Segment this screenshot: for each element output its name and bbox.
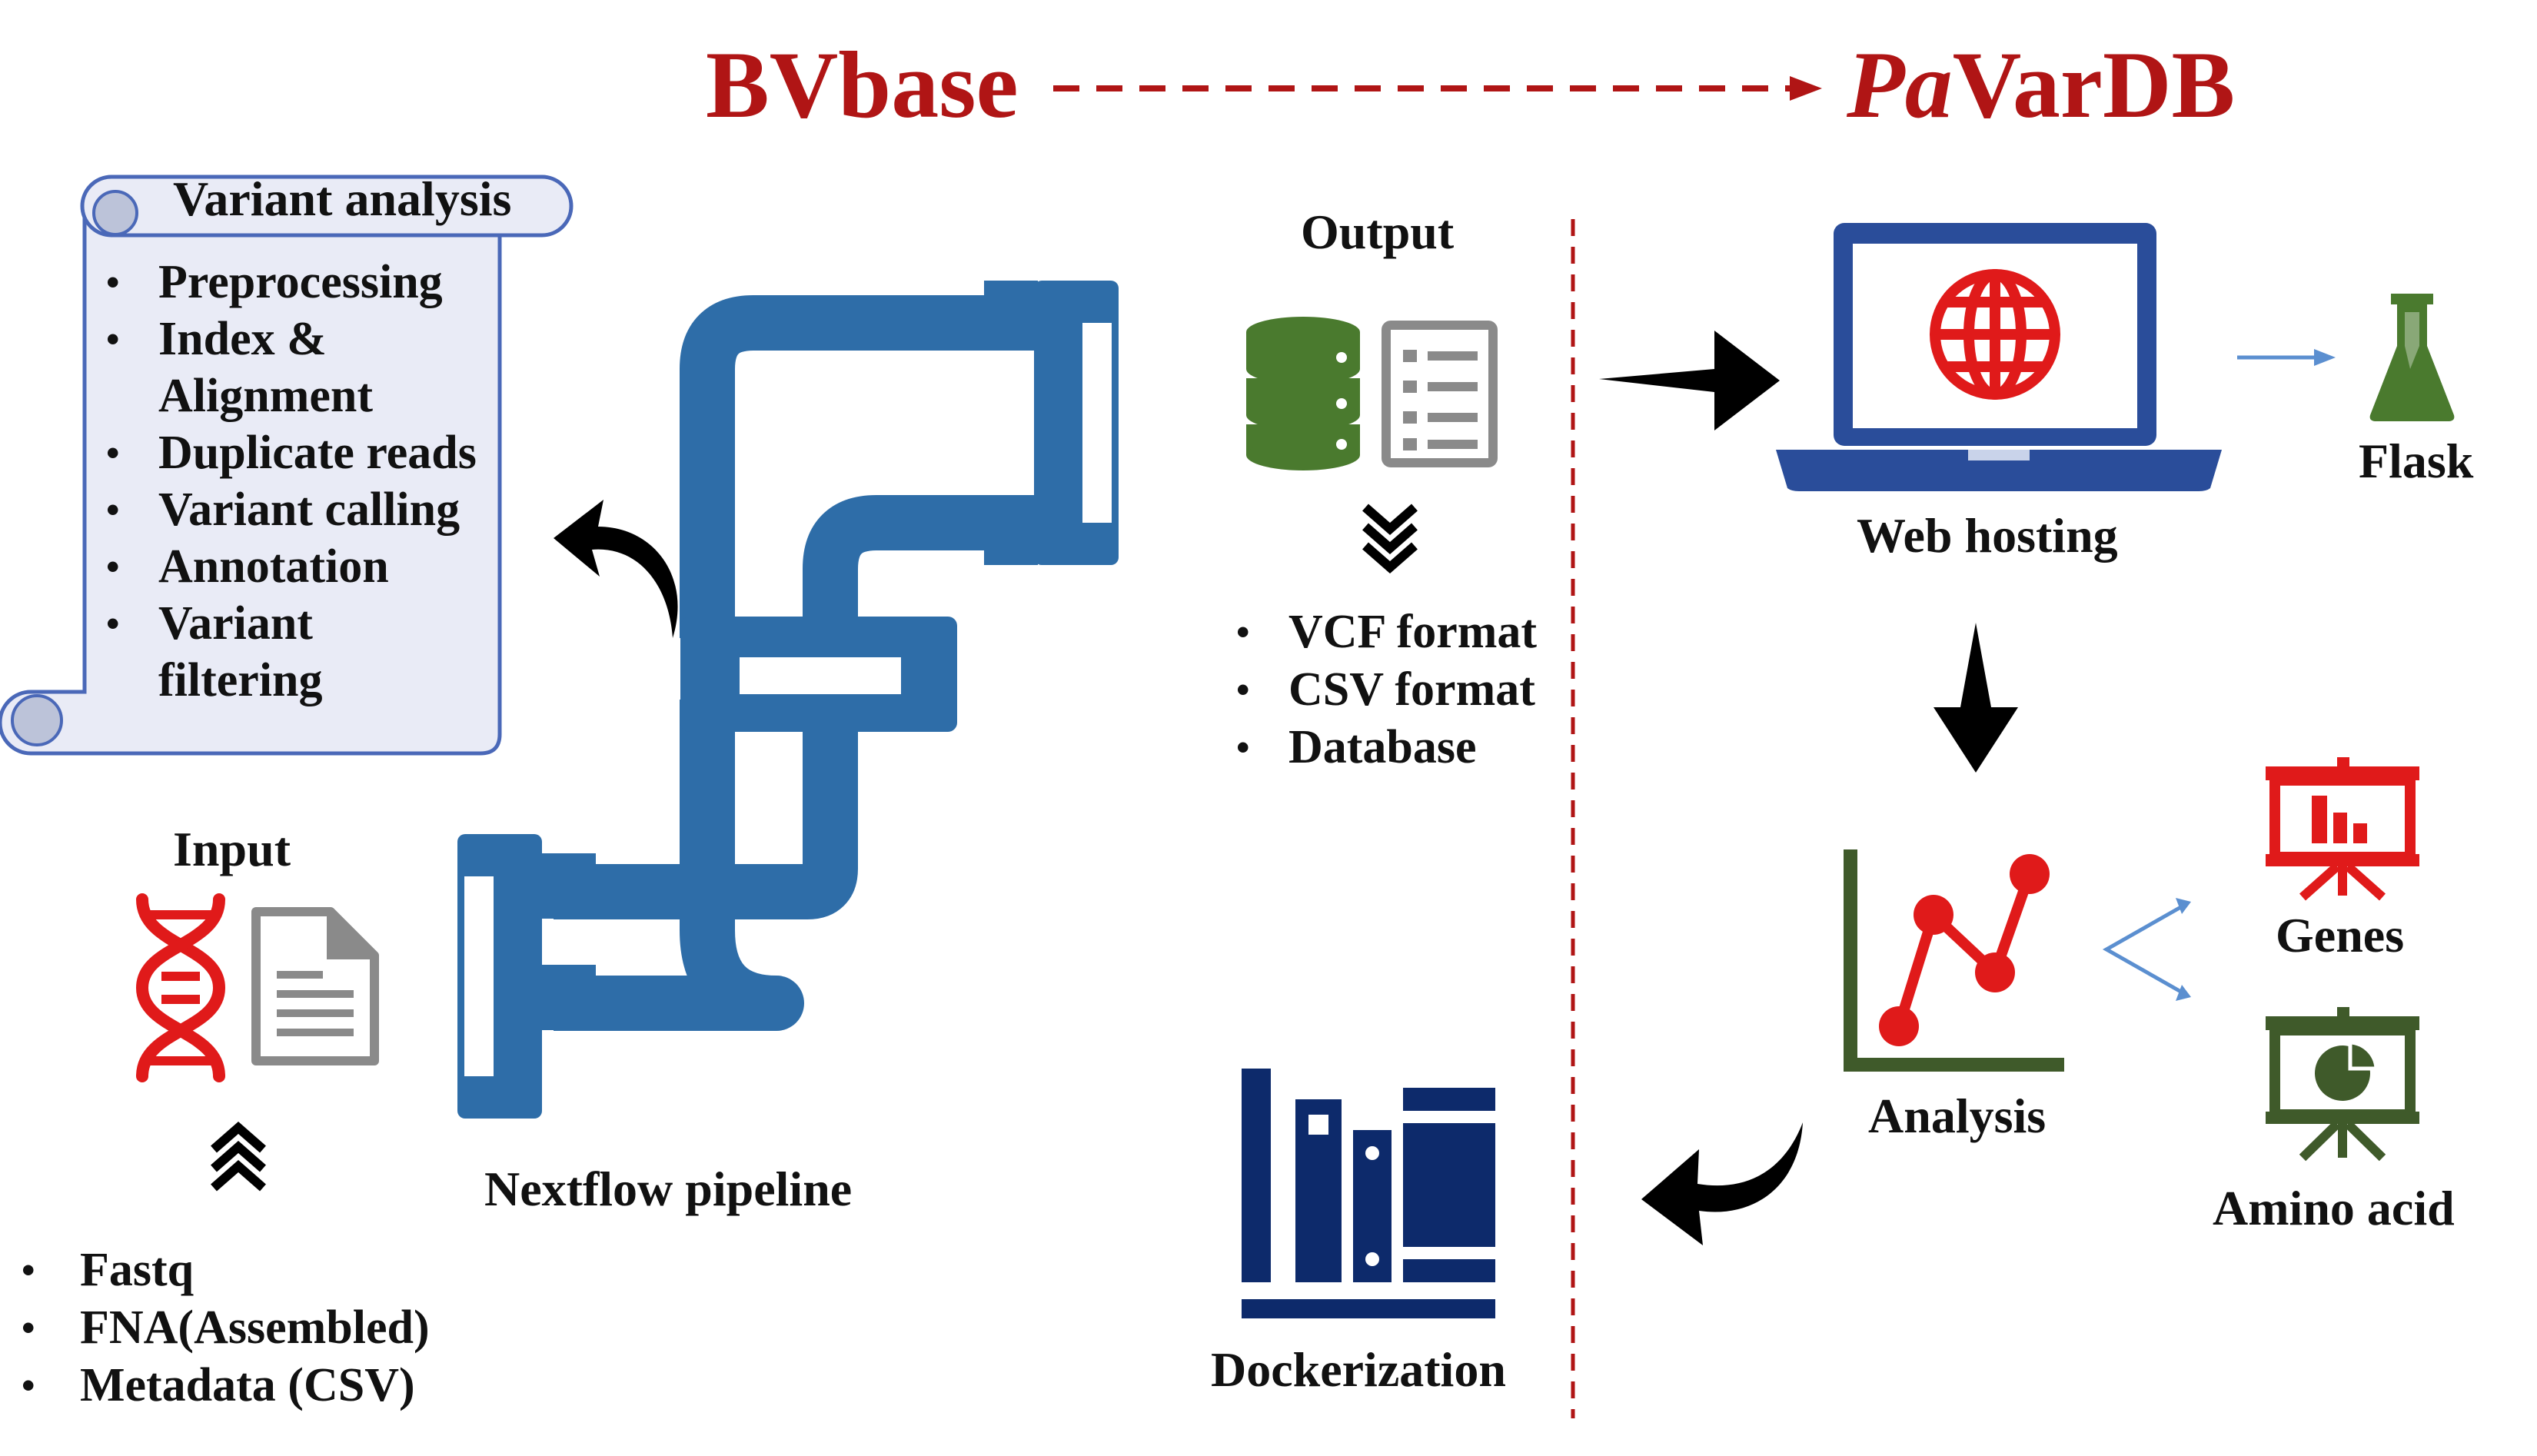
document-icon bbox=[251, 907, 379, 1065]
flask-label: Flask bbox=[2359, 434, 2474, 488]
divider-line bbox=[1571, 219, 1575, 1418]
list-item: VCF format bbox=[1222, 603, 1537, 661]
pipe-icon bbox=[457, 281, 1119, 1119]
curved-arrow-icon bbox=[1641, 1122, 1803, 1245]
chevrons-up-icon bbox=[211, 1122, 266, 1192]
dna-icon bbox=[135, 893, 226, 1082]
pavardb-title-italic: Pa bbox=[1847, 32, 1953, 138]
list-item: Variant calling bbox=[92, 481, 477, 538]
analysis-label: Analysis bbox=[1868, 1089, 2047, 1143]
list-item-continued: filtering bbox=[158, 654, 323, 706]
flask-icon bbox=[2369, 294, 2455, 421]
list-item: CSV format bbox=[1222, 661, 1537, 719]
arrow-to-flask bbox=[2237, 349, 2336, 366]
output-list: VCF format CSV format Database bbox=[1222, 603, 1537, 776]
globe-laptop-icon bbox=[1776, 223, 2222, 491]
checklist-icon bbox=[1382, 321, 1498, 467]
output-label: Output bbox=[1301, 204, 1455, 259]
list-item: Annotation bbox=[92, 538, 477, 595]
list-item: Variant bbox=[92, 595, 477, 652]
fork-arrows bbox=[2102, 898, 2191, 1001]
list-item: Preprocessing bbox=[92, 254, 477, 311]
input-list: Fastq FNA(Assembled) Metadata (CSV) bbox=[8, 1242, 430, 1414]
web-hosting-label: Web hosting bbox=[1857, 508, 2118, 563]
list-item-continued: Alignment bbox=[158, 370, 373, 422]
curved-arrow-icon bbox=[554, 500, 678, 638]
input-label: Input bbox=[173, 822, 291, 876]
pipeline-label: Nextflow pipeline bbox=[484, 1162, 853, 1216]
variant-analysis-title: Variant analysis bbox=[173, 171, 512, 226]
arrow-down-icon bbox=[1934, 623, 2018, 773]
bar-chart-board-icon bbox=[2266, 757, 2419, 901]
bvbase-title: BVbase bbox=[706, 32, 1019, 138]
variant-analysis-list: Preprocessing Index & Alignment Duplicat… bbox=[92, 254, 477, 709]
books-icon bbox=[1242, 1069, 1495, 1318]
genes-label: Genes bbox=[2276, 908, 2405, 962]
arrow-right-icon bbox=[1599, 331, 1780, 430]
dashed-arrow bbox=[1053, 76, 1822, 101]
amino-acid-label: Amino acid bbox=[2213, 1181, 2455, 1235]
list-item: Database bbox=[1222, 719, 1537, 776]
dockerization-label: Dockerization bbox=[1211, 1342, 1506, 1397]
list-item: FNA(Assembled) bbox=[8, 1299, 430, 1357]
list-item: Fastq bbox=[8, 1242, 430, 1299]
chevrons-down-icon bbox=[1362, 504, 1418, 573]
list-item: Index & bbox=[92, 311, 477, 367]
database-icon bbox=[1246, 317, 1360, 470]
list-item: Metadata (CSV) bbox=[8, 1357, 430, 1414]
line-chart-icon bbox=[1844, 849, 2064, 1072]
pie-chart-board-icon bbox=[2266, 1007, 2419, 1162]
pavardb-title-rest: VarDB bbox=[1952, 32, 2236, 138]
list-item: Duplicate reads bbox=[92, 424, 477, 481]
pavardb-title: PaVarDB bbox=[1847, 31, 2235, 140]
